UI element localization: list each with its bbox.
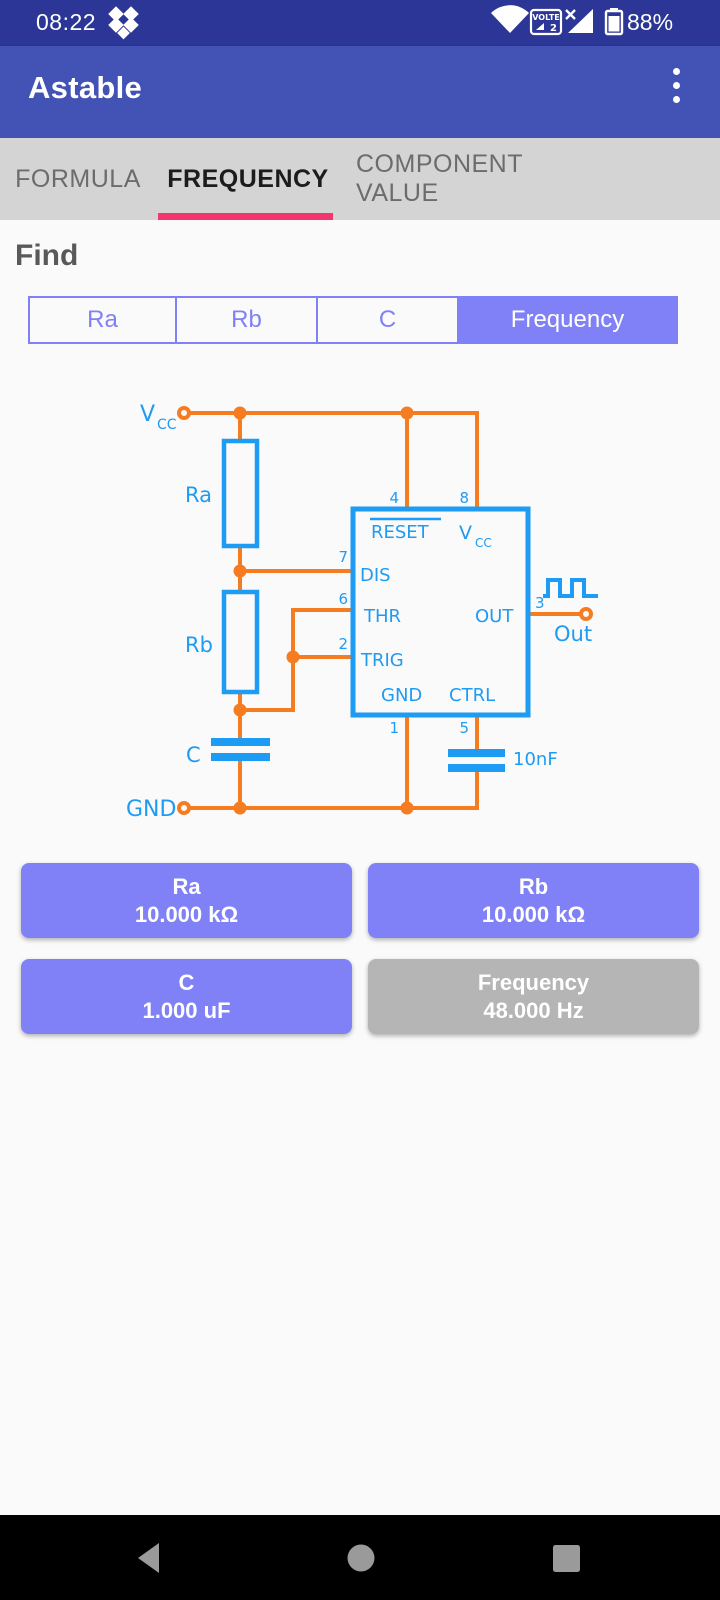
home-icon[interactable] <box>347 1544 375 1572</box>
tab-formula[interactable]: FORMULA <box>15 164 141 193</box>
resistor-ra <box>221 438 260 549</box>
segment-ra[interactable]: Ra <box>28 296 175 344</box>
c-label: C <box>186 743 201 767</box>
result-value: 10.000 kΩ <box>134 901 239 927</box>
out-label: Out <box>554 622 592 646</box>
astable-circuit-diagram: V CC GND Out Ra Rb C 10nF RESET V CC DIS… <box>126 402 598 822</box>
wire-junctions <box>233 406 414 815</box>
segment-frequency[interactable]: Frequency <box>457 296 678 344</box>
vcc-label: V <box>140 402 155 427</box>
pin-vcc-label-sub: CC <box>475 536 492 550</box>
pin-number-7: 7 <box>338 548 348 566</box>
result-card-c[interactable]: C 1.000 uF <box>21 959 352 1034</box>
navigation-bar <box>0 1515 720 1600</box>
pin-number-6: 6 <box>338 590 348 608</box>
find-segmented-control: Ra Rb C Frequency <box>28 296 678 344</box>
result-label: Ra <box>172 873 201 899</box>
result-label: C <box>178 969 195 995</box>
result-label: Rb <box>518 873 549 899</box>
capacitor-c <box>211 738 270 761</box>
result-label: Frequency <box>477 969 590 995</box>
status-bar: 08:22 VOLTE 2 <box>0 0 720 46</box>
result-value: 48.000 Hz <box>483 997 584 1023</box>
wifi-icon <box>491 5 529 33</box>
tab-component-value[interactable]: COMPONENT VALUE <box>356 150 523 207</box>
svg-text:2: 2 <box>550 23 557 34</box>
find-heading: Find <box>15 239 79 272</box>
pin-number-8: 8 <box>459 489 469 507</box>
clock: 08:22 <box>36 9 97 35</box>
tab-frequency[interactable]: FREQUENCY <box>167 164 329 193</box>
app-bar: Astable <box>0 46 720 138</box>
square-wave-icon <box>543 578 598 598</box>
tab-bar: FORMULA FREQUENCY COMPONENT VALUE <box>0 138 720 220</box>
back-icon[interactable] <box>138 1543 159 1573</box>
page-title: Astable <box>28 70 143 105</box>
battery-percent: 88% <box>627 9 674 35</box>
battery-icon <box>604 8 624 36</box>
dropbox-icon <box>108 6 139 40</box>
result-value: 10.000 kΩ <box>481 901 586 927</box>
pin-gnd-label: GND <box>381 685 422 706</box>
pin-number-5: 5 <box>459 719 469 737</box>
pin-ctrl-label: CTRL <box>449 685 495 706</box>
svg-text:VOLTE: VOLTE <box>532 13 560 22</box>
volte-badge: VOLTE 2 <box>529 8 563 36</box>
vcc-terminal <box>177 406 191 420</box>
result-card-frequency: Frequency 48.000 Hz <box>368 959 699 1034</box>
active-tab-indicator <box>158 213 333 220</box>
pin-thr-label: THR <box>363 606 401 627</box>
pin-number-4: 4 <box>389 489 399 507</box>
pin-trig-label: TRIG <box>360 650 404 671</box>
resistor-rb <box>221 589 260 695</box>
pin-number-3: 3 <box>535 594 545 612</box>
ra-label: Ra <box>185 483 212 507</box>
result-card-rb[interactable]: Rb 10.000 kΩ <box>368 863 699 938</box>
pin-reset-label: RESET <box>371 522 430 543</box>
capacitor-ctrl <box>448 749 505 772</box>
circuit-wires <box>188 411 581 810</box>
recents-icon[interactable] <box>553 1545 580 1572</box>
gnd-terminal <box>177 801 191 815</box>
pin-vcc-label: V <box>459 522 472 544</box>
segment-c[interactable]: C <box>316 296 457 344</box>
pin-number-1: 1 <box>389 719 399 737</box>
gnd-label: GND <box>126 797 176 822</box>
segment-rb[interactable]: Rb <box>175 296 316 344</box>
timer-chip-555 <box>350 506 531 718</box>
no-signal-icon <box>565 9 593 33</box>
pin-number-2: 2 <box>338 635 348 653</box>
kebab-menu-icon[interactable] <box>672 68 680 116</box>
rb-label: Rb <box>185 633 213 657</box>
result-card-ra[interactable]: Ra 10.000 kΩ <box>21 863 352 938</box>
pin-dis-label: DIS <box>360 565 391 586</box>
out-terminal <box>579 607 593 621</box>
vcc-label-sub: CC <box>157 417 177 433</box>
pin-out-label: OUT <box>475 606 514 627</box>
status-bar-icons: VOLTE 2 <box>108 5 624 40</box>
result-value: 1.000 uF <box>142 997 231 1023</box>
ctrl-cap-value: 10nF <box>513 749 558 770</box>
